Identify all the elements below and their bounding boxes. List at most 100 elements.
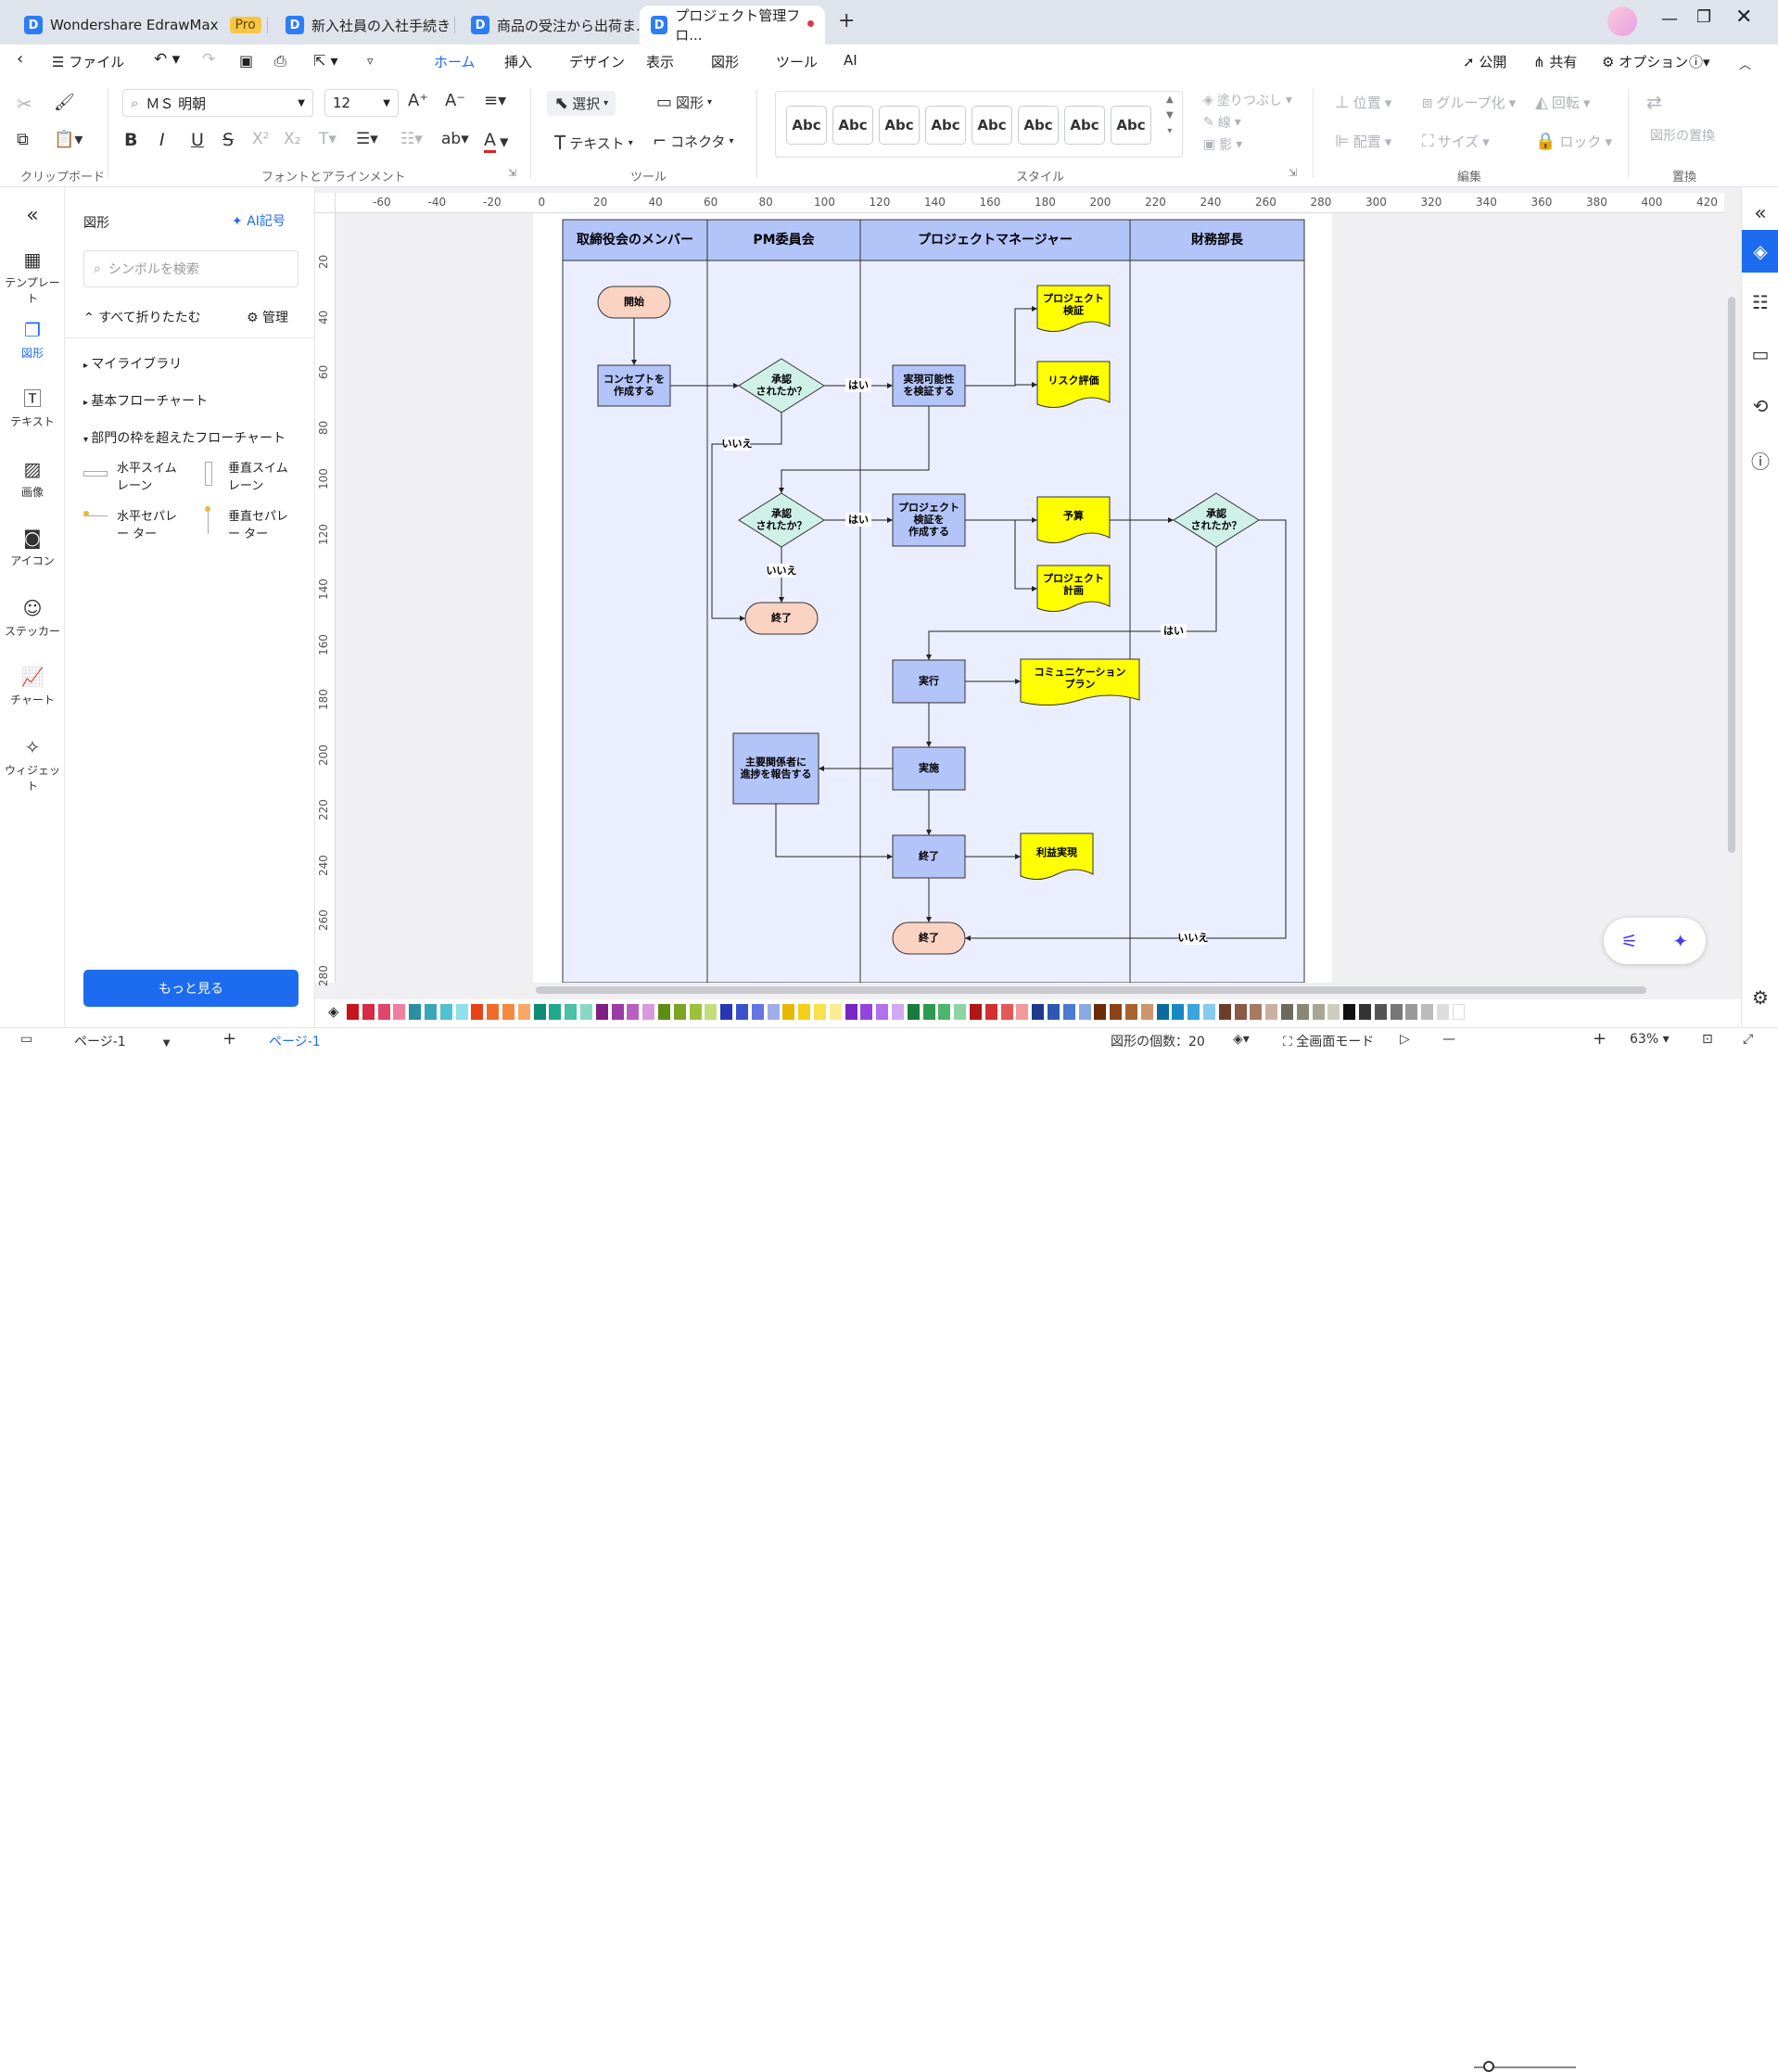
connector[interactable] — [928, 547, 1217, 660]
share-button[interactable]: ⋔ 共有 — [1533, 52, 1577, 71]
connector[interactable] — [1014, 520, 1037, 590]
copy-icon[interactable]: ⧉ — [17, 130, 29, 149]
magic-wand-icon[interactable]: ⚟ — [1620, 930, 1638, 952]
arrowhead[interactable] — [926, 742, 932, 747]
horizontal-scrollbar[interactable] — [536, 986, 1646, 994]
section-my-library[interactable]: ▸ マイライブラリ — [83, 354, 182, 373]
swimlane-body[interactable] — [562, 254, 708, 984]
text-case-icon[interactable]: T▾ — [319, 130, 337, 148]
arrowhead[interactable] — [1015, 854, 1021, 859]
collapse-ribbon-icon[interactable]: ︿ — [1739, 58, 1752, 72]
paste-icon[interactable]: 📋▾ — [54, 130, 83, 149]
color-swatch[interactable] — [580, 1004, 592, 1020]
horizontal-separator-thumb[interactable] — [83, 515, 108, 516]
play-icon[interactable]: ▷ — [1400, 1032, 1410, 1047]
color-swatch[interactable] — [502, 1004, 514, 1020]
arrowhead[interactable] — [1032, 586, 1037, 591]
fit-width-icon[interactable]: ⤢ — [1743, 1032, 1754, 1047]
style-sample[interactable]: Abc — [925, 106, 966, 145]
select-tool-button[interactable]: ⬉選択▾ — [547, 91, 616, 116]
rail-charts[interactable]: 📈チャート — [0, 666, 65, 707]
connector[interactable] — [775, 804, 893, 858]
history-icon[interactable]: ⟲ — [1752, 395, 1769, 417]
color-swatch[interactable] — [409, 1004, 422, 1020]
user-avatar[interactable] — [1607, 6, 1637, 36]
color-swatch[interactable] — [362, 1004, 375, 1020]
horizontal-swimlane-label[interactable]: 水平スイム レーン — [117, 462, 177, 493]
rail-image[interactable]: ▨画像 — [0, 458, 65, 500]
color-swatch[interactable] — [1390, 1004, 1403, 1020]
color-swatch[interactable] — [1296, 1004, 1309, 1020]
rail-icons[interactable]: ◙アイコン — [0, 527, 65, 568]
color-swatch[interactable] — [767, 1004, 780, 1020]
color-swatch[interactable] — [642, 1004, 655, 1020]
color-swatch[interactable] — [471, 1004, 484, 1020]
color-swatch[interactable] — [658, 1004, 670, 1020]
zoom-out-icon[interactable]: — — [1442, 1032, 1455, 1047]
vertical-separator-label[interactable]: 垂直セパレー ター — [228, 510, 289, 541]
color-swatch[interactable] — [1421, 1004, 1434, 1020]
vertical-swimlane-thumb[interactable] — [205, 462, 212, 486]
color-swatch[interactable] — [1016, 1004, 1029, 1020]
rail-shapes[interactable]: ❐図形 — [0, 319, 65, 361]
color-swatch[interactable] — [1140, 1004, 1153, 1020]
shadow-button[interactable]: ▣影▾ — [1203, 137, 1243, 153]
color-swatch[interactable] — [1156, 1004, 1169, 1020]
ai-symbol-button[interactable]: ✦ AI記号 — [232, 211, 286, 230]
color-swatch[interactable] — [1094, 1004, 1107, 1020]
connector[interactable] — [711, 413, 782, 619]
style-sample[interactable]: Abc — [1018, 106, 1059, 145]
section-basic-flowchart[interactable]: ▸ 基本フローチャート — [83, 391, 208, 410]
horizontal-swimlane-thumb[interactable] — [83, 471, 108, 477]
rail-stickers[interactable]: ☺ステッカー — [0, 597, 65, 639]
help-icon[interactable]: ⓘ — [1751, 451, 1770, 473]
zoom-level[interactable]: 63% ▾ — [1630, 1032, 1670, 1047]
layers-icon[interactable]: ◈▾ — [1233, 1032, 1250, 1047]
color-swatch[interactable] — [782, 1004, 795, 1020]
save-icon[interactable]: ▣ — [239, 52, 254, 70]
rail-widgets[interactable]: ✧ウィジェット — [0, 736, 65, 794]
page-tab-1[interactable]: ページ-1 — [269, 1035, 321, 1049]
align-button[interactable]: ⊫配置▾ — [1335, 132, 1392, 151]
color-swatch[interactable] — [517, 1004, 530, 1020]
color-swatch[interactable] — [565, 1004, 578, 1020]
color-swatch[interactable] — [970, 1004, 982, 1020]
color-swatch[interactable] — [533, 1004, 546, 1020]
color-swatch[interactable] — [595, 1004, 608, 1020]
swimlane-header[interactable] — [562, 219, 708, 261]
create-verification-process[interactable] — [892, 493, 966, 547]
style-dialog-launcher-icon[interactable]: ⇲ — [1289, 167, 1298, 179]
style-gallery-scroll-icon[interactable]: ▲▼▾ — [1166, 95, 1174, 136]
connector[interactable] — [781, 406, 930, 493]
color-swatch[interactable] — [1265, 1004, 1278, 1020]
arrowhead[interactable] — [926, 830, 932, 835]
minimize-icon[interactable]: — — [1661, 9, 1678, 29]
color-swatch[interactable] — [751, 1004, 764, 1020]
color-swatch[interactable] — [922, 1004, 935, 1020]
color-swatch[interactable] — [1125, 1004, 1137, 1020]
color-swatch[interactable] — [1000, 1004, 1013, 1020]
strikethrough-icon[interactable]: S — [222, 130, 235, 150]
align-text-icon[interactable]: ≡▾ — [484, 91, 507, 110]
style-sample[interactable]: Abc — [1111, 106, 1151, 145]
color-swatch[interactable] — [720, 1004, 733, 1020]
decrease-font-icon[interactable]: A⁻ — [445, 91, 465, 110]
swimlane-header[interactable] — [706, 219, 861, 261]
symbol-search-input[interactable]: ⌕ シンボルを検索 — [83, 250, 298, 287]
manage-button[interactable]: ⚙ 管理 — [247, 308, 288, 326]
color-swatch[interactable] — [1327, 1004, 1340, 1020]
restore-icon[interactable]: ❐ — [1696, 7, 1712, 27]
document-tab-project[interactable]: D プロジェクト管理フロ... — [640, 6, 825, 44]
page-properties-icon[interactable]: ☷ — [1752, 291, 1769, 313]
replace-shape-button[interactable]: 図形の置換 — [1650, 129, 1715, 144]
color-swatch[interactable] — [455, 1004, 468, 1020]
color-swatch[interactable] — [611, 1004, 624, 1020]
color-swatch[interactable] — [689, 1004, 702, 1020]
menu-insert[interactable]: 挿入 — [504, 54, 533, 70]
font-dialog-launcher-icon[interactable]: ⇲ — [508, 167, 517, 179]
ai-sparkle-icon[interactable]: ✦ — [1672, 930, 1689, 952]
more-shapes-button[interactable]: もっと見る — [83, 970, 298, 1007]
